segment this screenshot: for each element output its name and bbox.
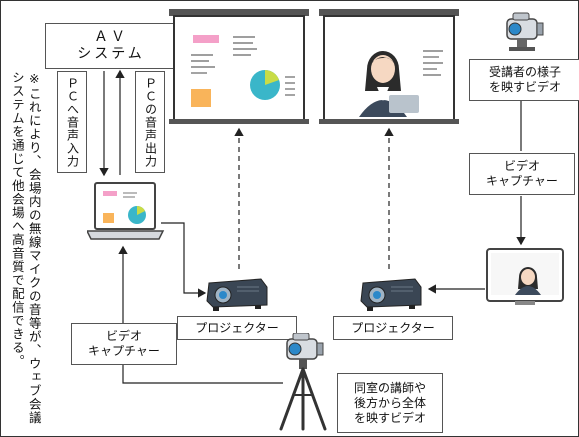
projector-icon xyxy=(359,273,423,313)
arrow-laptop-to-projector xyxy=(161,222,207,298)
projection-screen-icon xyxy=(319,9,459,131)
av-system-box: ＡＶ システム xyxy=(45,23,177,69)
projector-right-label: プロジェクター xyxy=(333,316,453,340)
video-camera-icon xyxy=(501,5,547,57)
pc-audio-input-label: ＰＣへ音声入力 xyxy=(57,71,87,173)
presenter-avatar-icon xyxy=(359,51,419,117)
participants-camera-label: 受講者の様子 を映すビデオ xyxy=(469,59,579,101)
monitor-icon xyxy=(485,247,565,307)
tripod-camera-icon xyxy=(271,332,335,433)
video-capture-right-label: ビデオ キャプチャー xyxy=(469,153,575,195)
note-text: ※これにより、会場内の無線マイクの音等が、ウェブ会議システムを通じて他会場へ高音… xyxy=(9,71,42,425)
pc-audio-output-label: ＰＣの音声出力 xyxy=(135,71,165,173)
room-camera-label: 同室の講師や 後方から全体 を映すビデオ xyxy=(337,373,443,433)
projection-screen-icon xyxy=(169,9,309,131)
laptop-icon xyxy=(85,181,165,247)
video-capture-left-label: ビデオ キャプチャー xyxy=(71,323,177,365)
projector-left-label: プロジェクター xyxy=(177,316,297,340)
projector-icon xyxy=(205,273,269,313)
